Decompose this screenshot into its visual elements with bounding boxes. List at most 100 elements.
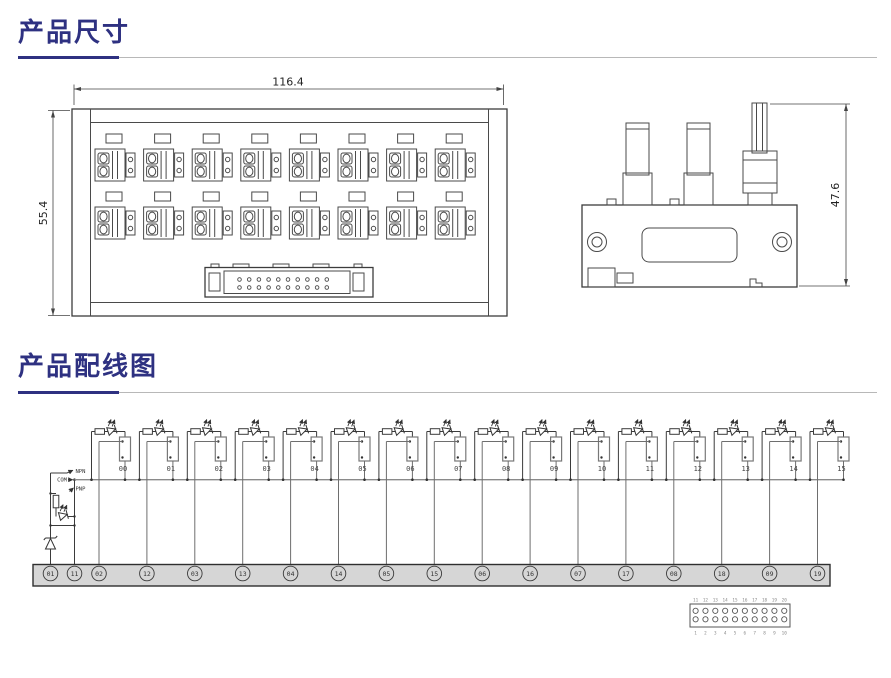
terminal: 02 bbox=[91, 565, 107, 582]
marker-window bbox=[251, 191, 269, 202]
terminal-label: 09 bbox=[766, 570, 774, 578]
channel-led-icon bbox=[440, 418, 454, 435]
terminal: 15 bbox=[426, 565, 443, 582]
marker-window bbox=[202, 133, 220, 144]
socket-module bbox=[94, 133, 136, 182]
channel-circuit: 02 bbox=[186, 418, 227, 566]
socket-module-grid bbox=[94, 133, 476, 240]
socket-module bbox=[143, 133, 185, 182]
width-dimension: 116.4 bbox=[73, 76, 504, 105]
connector-pin bbox=[712, 607, 719, 614]
resistor-icon bbox=[381, 428, 393, 435]
connector-pin bbox=[741, 607, 748, 614]
terminal: 05 bbox=[378, 565, 395, 582]
relay-coil bbox=[454, 436, 467, 462]
resistor-icon bbox=[477, 428, 489, 435]
protection-diode-icon bbox=[43, 535, 58, 550]
resistor-icon bbox=[573, 428, 584, 435]
resistor-icon bbox=[190, 428, 201, 435]
terminal-label: 14 bbox=[335, 570, 343, 578]
socket-module bbox=[288, 191, 330, 240]
pin-number-top: 17 bbox=[752, 598, 758, 604]
connector-pin bbox=[761, 616, 768, 623]
relay-coil bbox=[741, 436, 754, 462]
channel-label: 02 bbox=[215, 465, 223, 473]
socket-module bbox=[434, 133, 476, 182]
channel-label: 15 bbox=[837, 465, 845, 473]
channel-circuit: 13 bbox=[712, 418, 754, 566]
connector-pin bbox=[692, 607, 699, 614]
connector-pin bbox=[722, 607, 729, 614]
pin-number-top: 19 bbox=[772, 598, 778, 604]
underline-gray bbox=[119, 57, 877, 59]
connector-pin bbox=[781, 607, 788, 614]
channel-circuit: 07 bbox=[425, 418, 467, 566]
marker-window bbox=[445, 133, 463, 144]
channel-circuit: 06 bbox=[377, 418, 419, 566]
relay-coil bbox=[166, 436, 179, 462]
channel-led-icon bbox=[153, 418, 167, 435]
channel-circuit: 03 bbox=[233, 418, 275, 566]
channel-led-icon bbox=[201, 418, 215, 435]
pin-number-bottom: 7 bbox=[753, 631, 756, 637]
resistor-icon bbox=[525, 428, 537, 435]
channel-label: 00 bbox=[119, 465, 127, 473]
channel-led-icon bbox=[823, 418, 837, 435]
pin-number-bottom: 6 bbox=[744, 631, 747, 637]
channel-label: 13 bbox=[741, 465, 749, 473]
channel-label: 12 bbox=[694, 465, 702, 473]
pin-number-top: 12 bbox=[703, 598, 709, 604]
terminal: 16 bbox=[522, 565, 538, 582]
terminal-label: 02 bbox=[95, 570, 103, 578]
pin-number-bottom: 9 bbox=[773, 631, 776, 637]
pin-number-bottom: 3 bbox=[714, 631, 717, 637]
channel-circuit: 12 bbox=[665, 418, 706, 566]
height-dimension: 55.4 bbox=[37, 110, 70, 316]
terminal-label: 01 bbox=[47, 570, 55, 578]
terminal-label: 05 bbox=[382, 570, 390, 578]
channel-label: 07 bbox=[454, 465, 462, 473]
channel-led-icon bbox=[536, 418, 550, 435]
terminal: 14 bbox=[330, 565, 347, 582]
terminal-label: 08 bbox=[670, 570, 678, 578]
marker-window bbox=[251, 133, 269, 144]
channel-label: 10 bbox=[598, 465, 606, 473]
channel-label: 09 bbox=[550, 465, 558, 473]
terminal: 13 bbox=[234, 565, 251, 582]
pin-number-top: 16 bbox=[742, 598, 748, 604]
socket-module bbox=[94, 191, 136, 240]
connector-pin bbox=[731, 616, 739, 623]
connector-pin bbox=[702, 616, 709, 623]
channel-circuit: 10 bbox=[569, 418, 611, 566]
relay-coil bbox=[789, 436, 802, 462]
channel-circuit: 05 bbox=[329, 418, 371, 566]
resistor-icon bbox=[669, 428, 680, 435]
connector-pin bbox=[781, 616, 788, 623]
marker-window bbox=[299, 133, 317, 144]
relay-coil bbox=[693, 436, 706, 462]
channel-led-icon bbox=[296, 418, 310, 435]
resistor-icon bbox=[52, 494, 60, 509]
side-height-dimension: 47.6 bbox=[770, 103, 850, 287]
terminal: 06 bbox=[474, 565, 490, 582]
front-housing bbox=[71, 108, 508, 317]
relay-coil bbox=[262, 436, 275, 462]
terminal: 09 bbox=[761, 565, 778, 582]
resistor-icon bbox=[286, 428, 297, 435]
side-view-drawing: 47.6 bbox=[581, 102, 850, 288]
terminal-label: 16 bbox=[526, 570, 534, 578]
relay-coil bbox=[597, 436, 611, 462]
terminal-label: 19 bbox=[814, 570, 822, 578]
channel-led-icon bbox=[775, 418, 789, 435]
channel-circuit: 01 bbox=[138, 418, 179, 566]
resistor-icon bbox=[429, 428, 441, 435]
pin-number-top: 20 bbox=[782, 598, 788, 604]
relay-coil bbox=[358, 436, 371, 462]
channel-led-icon bbox=[105, 418, 119, 435]
terminal: 01 bbox=[42, 565, 59, 582]
terminal-label: 07 bbox=[574, 570, 582, 578]
terminal: 07 bbox=[570, 565, 586, 582]
